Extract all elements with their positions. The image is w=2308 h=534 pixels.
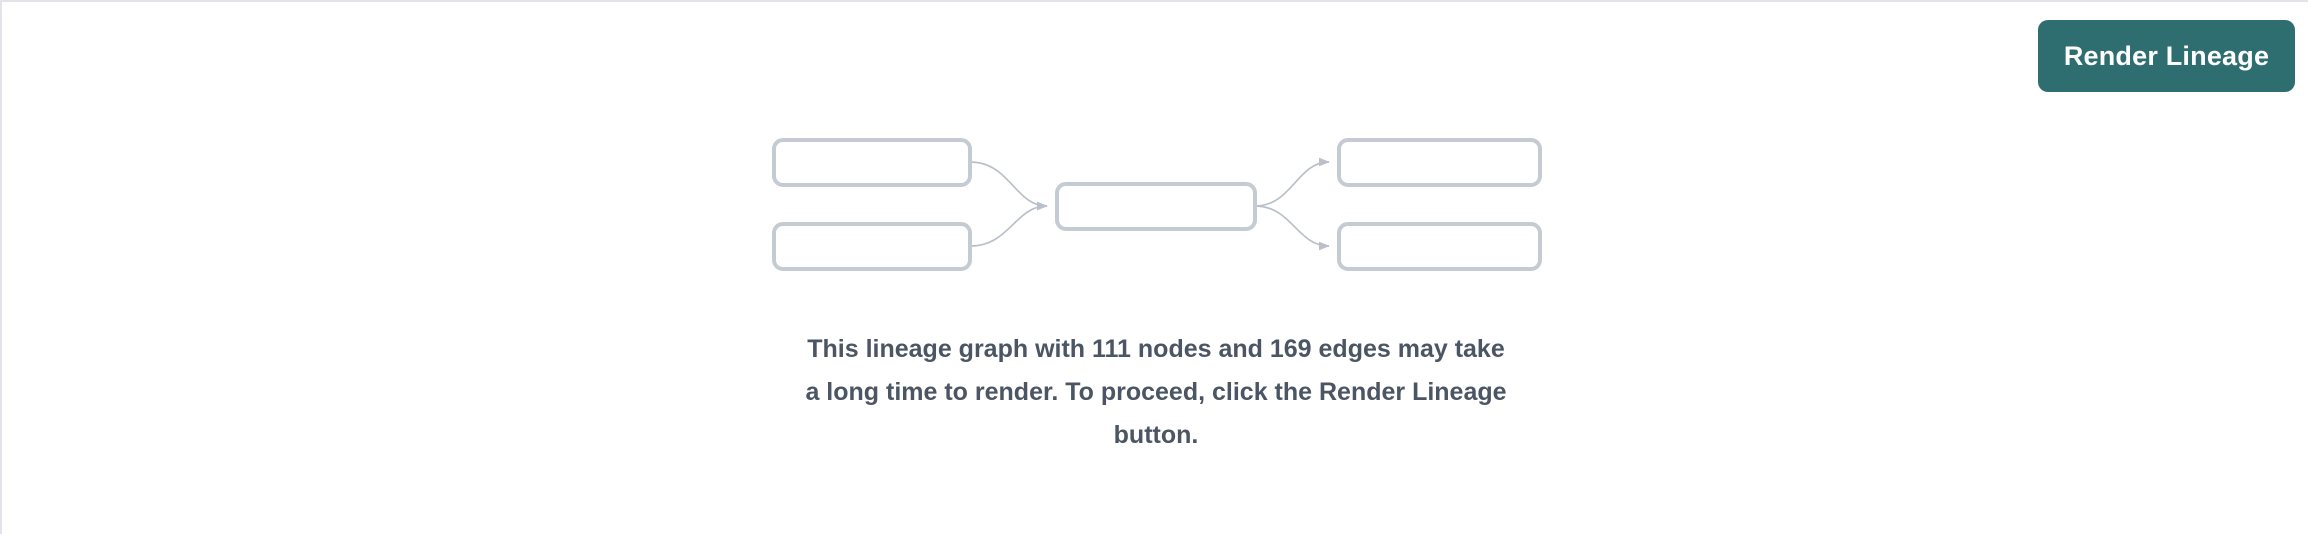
- edge-center-to-right-bottom: [1254, 205, 1330, 251]
- edge-center-to-right-top: [1254, 157, 1330, 207]
- skeleton-node-left-top: [772, 138, 972, 187]
- edge-left-top-to-center: [969, 161, 1048, 211]
- render-lineage-button[interactable]: Render Lineage: [2038, 20, 2295, 92]
- skeleton-node-left-bottom: [772, 222, 972, 271]
- edge-left-bottom-to-center: [969, 201, 1048, 247]
- skeleton-node-right-bottom: [1337, 222, 1542, 271]
- skeleton-edges: [969, 157, 1330, 251]
- skeleton-graph: [747, 122, 1567, 292]
- skeleton-graph-svg: [772, 138, 1542, 271]
- message-line-3: button.: [1113, 421, 1199, 449]
- lineage-warning-message: This lineage graph with 111 nodes and 16…: [756, 328, 1556, 457]
- skeleton-node-right-top: [1337, 138, 1542, 187]
- message-line-1: This lineage graph with 111 nodes and 16…: [807, 335, 1505, 363]
- message-line-2: a long time to render. To proceed, click…: [805, 378, 1507, 406]
- skeleton-nodes: [772, 138, 1542, 271]
- skeleton-node-center: [1055, 182, 1257, 231]
